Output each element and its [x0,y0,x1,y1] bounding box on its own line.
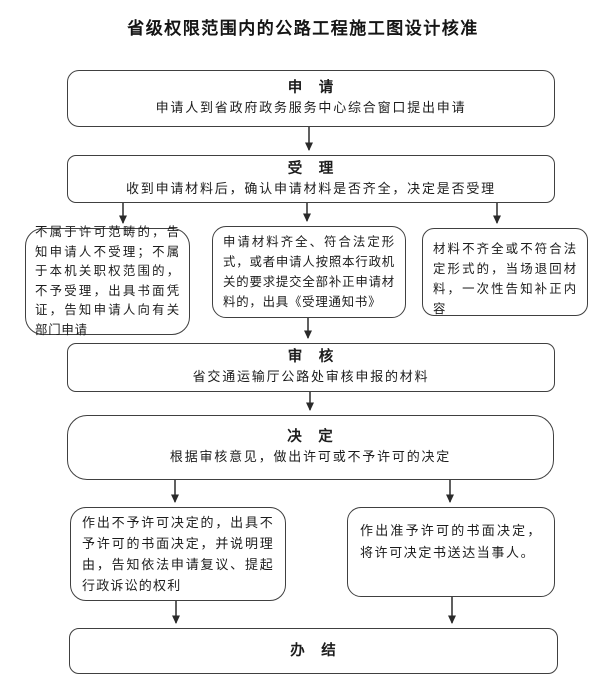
accept-box-body: 收到申请材料后，确认申请材料是否齐全，决定是否受理 [125,180,496,196]
review-box-body: 省交通运输厅公路处审核申报的材料 [192,369,430,384]
apply-box-body: 申请人到省政府政务服务中心综合窗口提出申请 [155,100,467,115]
decision-box-body: 根据审核意见，做出许可或不予许可的决定 [169,449,452,464]
complete-box: 办 结 [69,628,558,674]
accepted-box-body: 申请材料齐全、符合法定形式，或者申请人按照本行政机关的要求提交全部补正申请材料的… [223,235,395,309]
decision-box-title: 决 定 [287,429,334,445]
apply-box: 申 请 申请人到省政府政务服务中心综合窗口提出申请 [67,70,555,127]
accepted-box: 申请材料齐全、符合法定形式，或者申请人按照本行政机关的要求提交全部补正申请材料的… [212,226,406,318]
returned-box-body: 材料不齐全或不符合法定形式的，当场退回材料，一次性告知补正内容 [433,242,577,316]
grant-box: 作出准予许可的书面决定，将许可决定书送达当事人。 [347,507,555,597]
returned-box: 材料不齐全或不符合法定形式的，当场退回材料，一次性告知补正内容 [422,228,588,316]
apply-box-title: 申 请 [287,80,335,96]
decision-box: 决 定 根据审核意见，做出许可或不予许可的决定 [67,415,554,480]
not-accepted-box-body: 不属于许可范畴的，告知申请人不受理；不属于本机关职权范围的，不予受理，出具书面凭… [35,225,180,337]
accept-box: 受 理 收到申请材料后，确认申请材料是否齐全，决定是否受理 [67,155,555,203]
grant-box-body: 作出准予许可的书面决定，将许可决定书送达当事人。 [360,523,542,560]
accept-box-title: 受 理 [287,160,335,177]
deny-box-body: 作出不予许可决定的，出具不予许可的书面决定，并说明理由，告知依法申请复议、提起行… [82,515,274,593]
not-accepted-box: 不属于许可范畴的，告知申请人不受理；不属于本机关职权范围的，不予受理，出具书面凭… [25,225,190,337]
deny-box: 作出不予许可决定的，出具不予许可的书面决定，并说明理由，告知依法申请复议、提起行… [70,507,286,601]
page-title: 省级权限范围内的公路工程施工图设计核准 [127,19,479,38]
review-box-title: 审 核 [287,349,335,365]
review-box: 审 核 省交通运输厅公路处审核申报的材料 [67,343,555,392]
complete-box-title: 办 结 [290,642,337,659]
